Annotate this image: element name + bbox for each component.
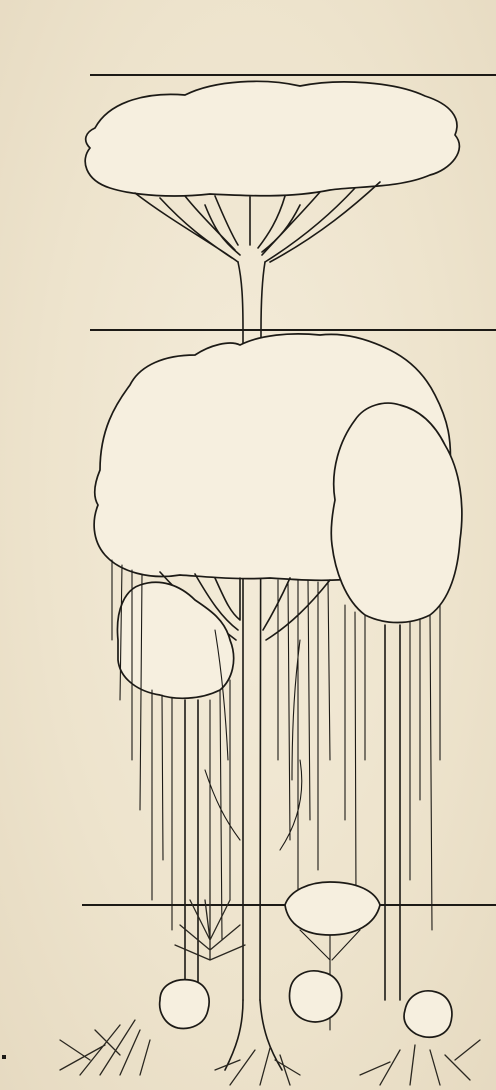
ground-ferns bbox=[60, 880, 480, 1085]
ground-shrub-right bbox=[404, 991, 452, 1037]
lower-left-tree bbox=[117, 582, 233, 1000]
fern-ground-left bbox=[60, 1020, 150, 1075]
ground-shrub-center bbox=[290, 971, 342, 1022]
fern-ground-center bbox=[215, 1048, 300, 1085]
emergent-tree-crown bbox=[85, 81, 459, 196]
understory-tree-crown-center bbox=[285, 882, 380, 935]
ground-shrub-left bbox=[160, 980, 209, 1029]
mid-layer-tree-trunk bbox=[385, 625, 400, 1000]
emergent-trunk-base bbox=[225, 1000, 282, 1070]
fern-ground-right bbox=[360, 1040, 480, 1085]
lower-left-tree-trunk bbox=[185, 700, 198, 1000]
edge-mark bbox=[2, 1055, 6, 1059]
